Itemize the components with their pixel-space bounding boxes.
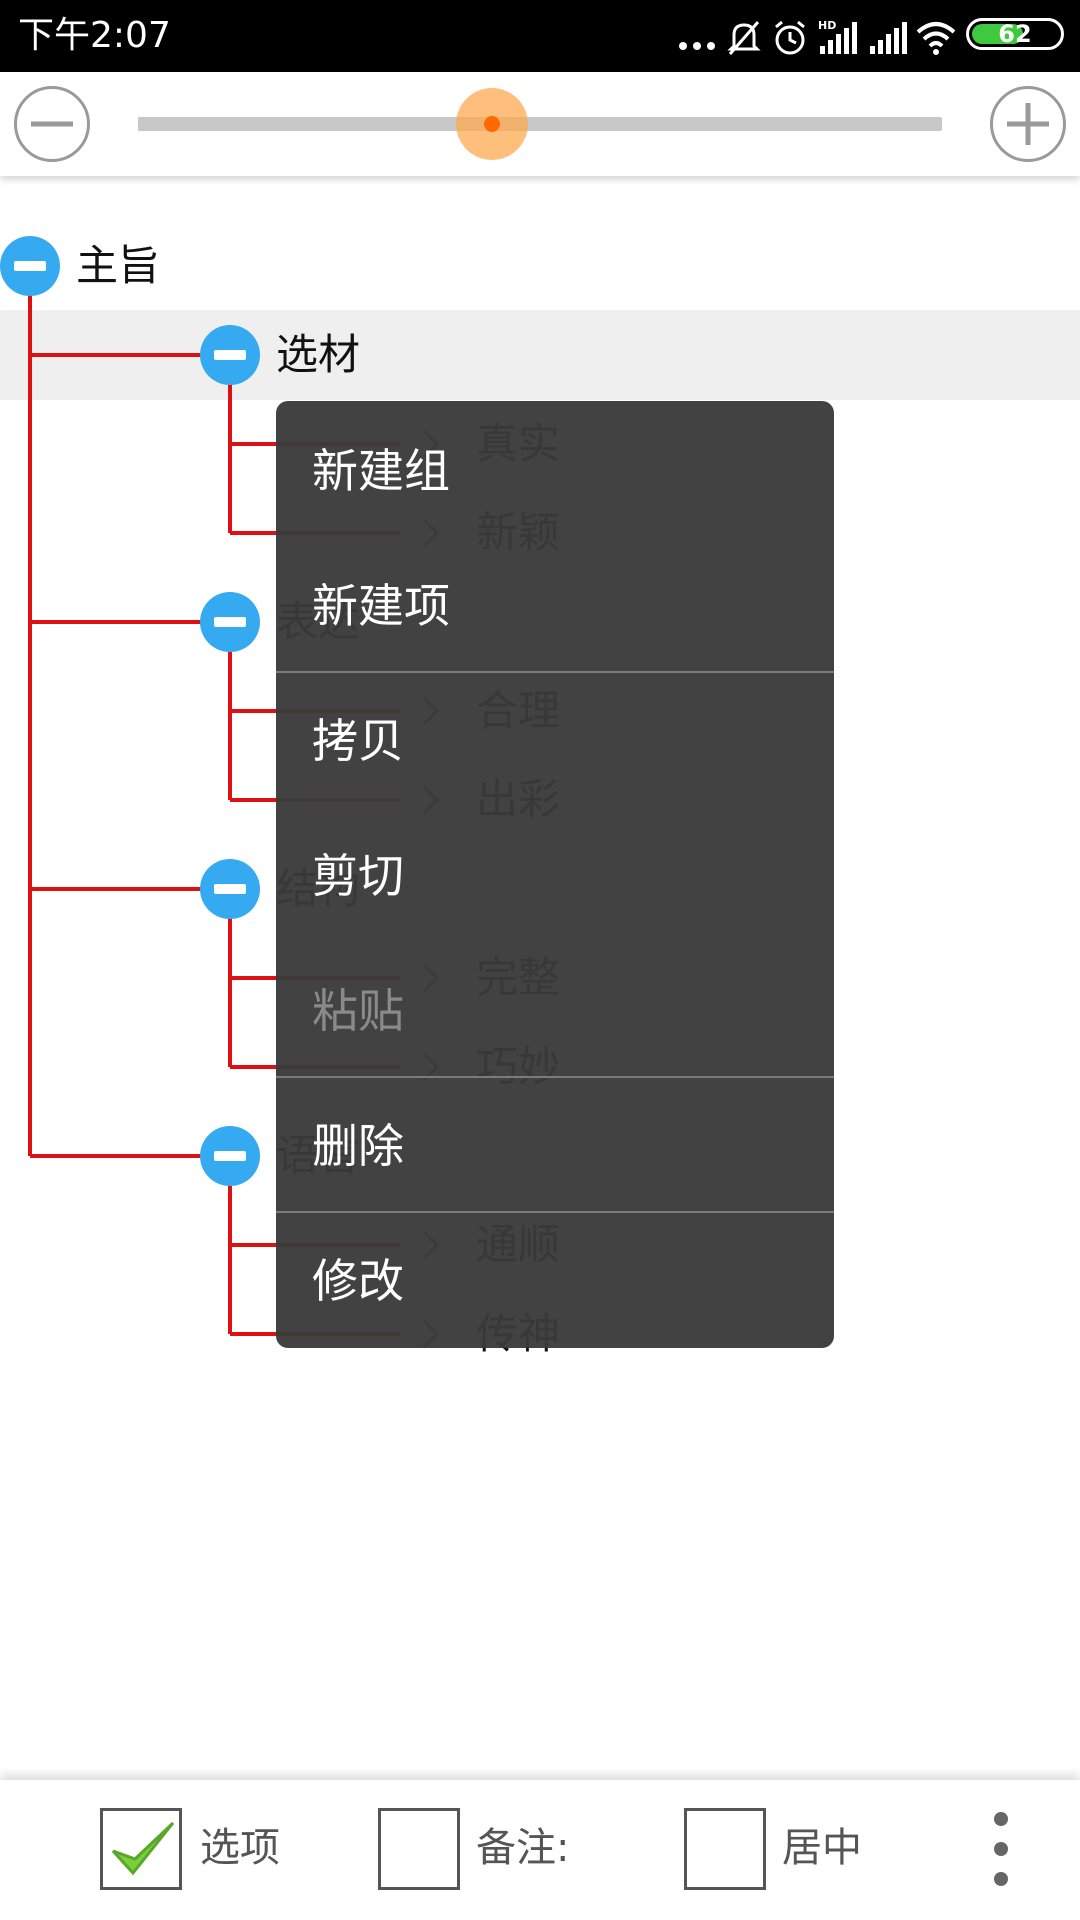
wifi-icon: [916, 22, 956, 55]
options-label[interactable]: 选项: [200, 1825, 280, 1871]
zoom-slider[interactable]: [138, 88, 942, 160]
plus-icon: [1007, 103, 1049, 145]
more-vert-icon[interactable]: [970, 1810, 1030, 1890]
root-collapse-toggle[interactable]: [0, 236, 60, 296]
notes-checkbox[interactable]: [378, 1808, 460, 1890]
menu-divider: [276, 671, 834, 673]
status-time: 下午2:07: [18, 15, 171, 56]
options-checkbox[interactable]: [100, 1808, 182, 1890]
menu-item[interactable]: 拷贝: [312, 714, 404, 768]
battery-icon: 62: [966, 18, 1064, 50]
group-collapse-toggle[interactable]: [200, 325, 260, 385]
svg-text:HD: HD: [818, 19, 836, 32]
minus-icon: [31, 121, 73, 127]
center-label[interactable]: 居中: [782, 1825, 862, 1871]
menu-item[interactable]: 修改: [312, 1254, 404, 1308]
zoom-out-button[interactable]: [14, 86, 90, 162]
zoom-slider-thumb[interactable]: [455, 88, 528, 160]
hd-signal-icon: HD: [818, 19, 857, 54]
more-dots-icon: [679, 42, 715, 50]
group-node[interactable]: 选材: [276, 330, 361, 379]
zoom-bar: [0, 72, 1080, 176]
group-collapse-toggle[interactable]: [200, 592, 260, 652]
notes-label[interactable]: 备注:: [476, 1825, 570, 1871]
root-node[interactable]: 主旨: [76, 241, 161, 290]
group-collapse-toggle[interactable]: [200, 859, 260, 919]
checkmark-icon: [111, 1821, 175, 1876]
bottom-toolbar: 选项 备注: 居中: [0, 1780, 1080, 1920]
menu-item[interactable]: 剪切: [312, 849, 404, 903]
group-collapse-toggle[interactable]: [200, 1126, 260, 1186]
bell-off-icon: [727, 21, 761, 55]
menu-item: 粘贴: [312, 984, 404, 1038]
menu-divider: [276, 1211, 834, 1213]
menu-item[interactable]: 新建项: [312, 579, 450, 633]
status-bar: 下午2:07 HD: [0, 0, 1080, 72]
context-menu: 新建组新建项拷贝剪切粘贴删除修改: [276, 401, 834, 1348]
menu-divider: [276, 1076, 834, 1078]
alarm-icon: [775, 20, 805, 55]
menu-item[interactable]: 删除: [312, 1119, 404, 1173]
battery-level: 62: [998, 20, 1032, 48]
menu-item[interactable]: 新建组: [312, 444, 450, 498]
signal-icon: [870, 22, 907, 54]
center-checkbox[interactable]: [684, 1808, 766, 1890]
zoom-in-button[interactable]: [990, 86, 1066, 162]
